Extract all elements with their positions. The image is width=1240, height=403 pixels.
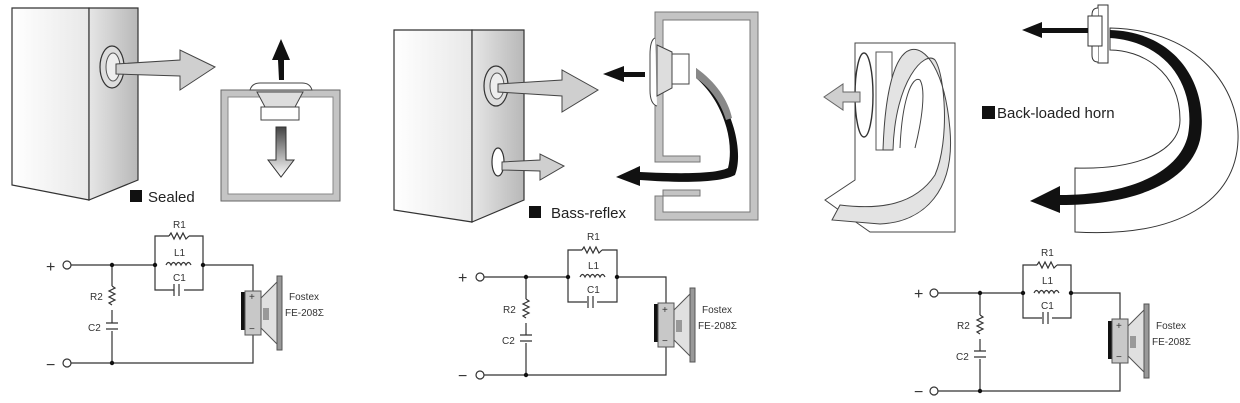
plus-terminal-label: +	[914, 286, 923, 303]
curved-arrow-icon	[1030, 30, 1202, 213]
port-arrow-right-icon	[501, 153, 566, 181]
minus-terminal-label: −	[458, 368, 467, 385]
r1-label: R1	[173, 220, 186, 231]
plus-terminal-label: +	[46, 259, 55, 276]
legend-square-icon	[529, 206, 541, 218]
minus-terminal-label: −	[914, 384, 923, 401]
minus-terminal	[475, 370, 485, 380]
r2-label: R2	[957, 321, 970, 332]
arrow-up-icon	[272, 39, 290, 80]
curved-arrow-icon	[616, 68, 739, 186]
plus-terminal	[62, 260, 72, 270]
arrow-left-icon	[1022, 22, 1088, 38]
driver-brand-label: Fostex	[289, 292, 319, 303]
panel-title: Bass-reflex	[551, 205, 627, 222]
r1-resistor	[581, 245, 603, 255]
r2-resistor	[107, 285, 117, 306]
driver-model-label: FE-208Σ	[1152, 337, 1191, 348]
l1-label: L1	[1042, 276, 1054, 287]
speaker-driver-icon	[1108, 303, 1150, 379]
r1-label: R1	[1041, 248, 1054, 259]
c2-label: C2	[956, 352, 969, 363]
c2-capacitor	[520, 334, 532, 342]
legend-square-icon	[982, 106, 995, 119]
panel-title: Sealed	[148, 189, 195, 206]
horn-cabinet-illustration	[824, 42, 956, 233]
c1-label: C1	[587, 285, 600, 296]
r2-resistor	[975, 314, 985, 335]
driver-minus-label: −	[662, 336, 668, 347]
arrow-down-icon	[266, 126, 296, 178]
panel-bass-reflex: Bass-reflex + − R1 L1 C1 R2 C2	[393, 11, 759, 385]
r1-resistor	[168, 231, 190, 241]
plus-terminal-label: +	[458, 270, 467, 287]
panel-sealed: Sealed + − R1 L1 C1 R2 C2	[11, 7, 341, 374]
plus-terminal	[475, 272, 485, 282]
driver-model-label: FE-208Σ	[285, 308, 324, 319]
legend-square-icon	[130, 190, 142, 202]
c2-label: C2	[502, 336, 515, 347]
panel-back-loaded-horn: Back-loaded horn + − R1 L1 C1 R2 C2	[823, 4, 1239, 401]
c1-label: C1	[1041, 301, 1054, 312]
r1-resistor	[1036, 260, 1058, 270]
driver-minus-label: −	[1116, 352, 1122, 363]
c1-capacitor	[173, 284, 180, 296]
l1-inductor	[579, 273, 606, 279]
crossover-circuit: + − R1 L1 C1 R2 C2	[914, 248, 1191, 401]
c1-capacitor	[587, 296, 594, 308]
horn-path-illustration	[1022, 4, 1239, 234]
l1-inductor	[1033, 289, 1060, 295]
driver-plus-label: +	[1116, 321, 1122, 332]
l1-label: L1	[174, 248, 186, 259]
minus-terminal-label: −	[46, 357, 55, 374]
speaker-driver-icon	[241, 275, 283, 351]
r2-label: R2	[90, 292, 103, 303]
driver-minus-label: −	[249, 324, 255, 335]
c1-label: C1	[173, 273, 186, 284]
c1-capacitor	[1042, 312, 1049, 324]
bass-reflex-cross-section	[603, 11, 759, 221]
c2-capacitor	[974, 350, 986, 358]
c2-label: C2	[88, 323, 101, 334]
minus-terminal	[929, 386, 939, 396]
arrow-left-icon	[823, 83, 861, 111]
bass-reflex-cabinet-illustration	[393, 29, 525, 223]
sealed-cross-section	[220, 39, 341, 202]
driver-model-label: FE-208Σ	[698, 321, 737, 332]
arrow-left-icon	[603, 66, 645, 82]
crossover-circuit: + − R1 L1 C1 R2 C2	[46, 220, 324, 374]
minus-terminal	[62, 358, 72, 368]
speaker-driver-icon	[654, 287, 696, 363]
driver-plus-label: +	[249, 292, 255, 303]
driver-brand-label: Fostex	[1156, 321, 1186, 332]
c2-capacitor	[106, 322, 118, 330]
sealed-cabinet-illustration	[11, 7, 139, 201]
driver-brand-label: Fostex	[702, 305, 732, 316]
arrow-right-icon	[115, 49, 217, 91]
arrow-right-icon	[497, 69, 599, 113]
l1-inductor	[165, 261, 192, 267]
r1-label: R1	[587, 232, 600, 243]
driver-plus-label: +	[662, 305, 668, 316]
crossover-circuit: + − R1 L1 C1 R2 C2	[458, 232, 737, 385]
r2-label: R2	[503, 305, 516, 316]
plus-terminal	[929, 288, 939, 298]
panel-title: Back-loaded horn	[997, 105, 1115, 122]
r2-resistor	[521, 298, 531, 319]
l1-label: L1	[588, 261, 600, 272]
